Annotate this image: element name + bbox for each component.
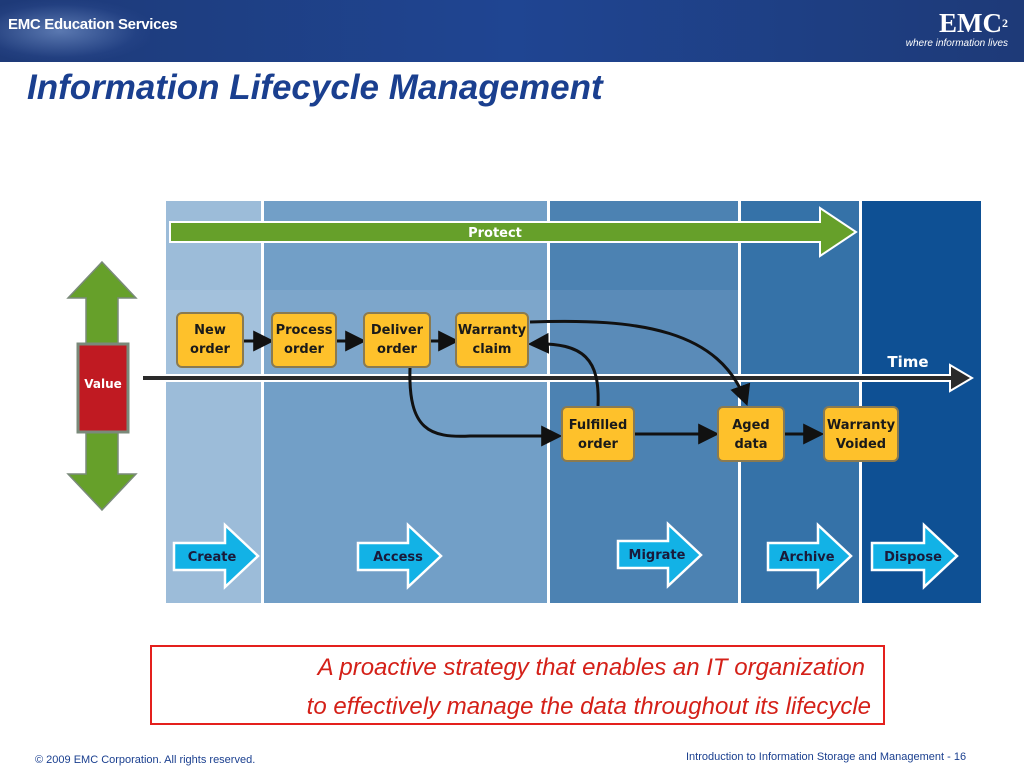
event-aged-data-line1: Aged <box>732 418 770 433</box>
stage-arrow-archive: Archive <box>766 522 853 590</box>
protect-label: Protect <box>468 226 522 241</box>
stage-column-archive <box>741 201 859 603</box>
header-banner: EMC Education Services EMC2 where inform… <box>0 0 1024 62</box>
emc-logo-text: EMC <box>939 8 1002 38</box>
time-axis <box>141 363 974 393</box>
event-warranty-claim-line2: claim <box>473 342 512 357</box>
event-aged-data-line2: data <box>734 437 767 452</box>
time-label: Time <box>887 353 928 371</box>
stage-label-dispose: Dispose <box>884 550 942 565</box>
event-new-order: New order <box>176 312 244 368</box>
stage-label-create: Create <box>188 550 237 565</box>
event-aged-data: Aged data <box>717 406 785 462</box>
connector-fulfilled-to-warranty-claim <box>527 332 600 407</box>
callout-line-1: A proactive strategy that enables an IT … <box>317 654 865 681</box>
footer-copyright: © 2009 EMC Corporation. All rights reser… <box>35 754 256 766</box>
definition-callout: A proactive strategy that enables an IT … <box>150 645 885 725</box>
value-arrow-down <box>66 425 138 512</box>
value-label: Value <box>84 377 122 391</box>
stage-arrow-migrate: Migrate <box>616 521 703 589</box>
ilm-diagram: Protect Value Time New order Process ord… <box>66 201 981 603</box>
event-process-order: Process order <box>271 312 337 368</box>
globe-icon <box>0 0 150 62</box>
stage-column-access <box>264 201 547 603</box>
value-arrow-up <box>66 260 138 351</box>
band-upper <box>166 290 740 374</box>
event-process-order-line2: order <box>284 342 324 357</box>
event-new-order-line2: order <box>190 342 230 357</box>
stage-label-access: Access <box>373 550 423 565</box>
connector-deliver-to-fulfilled <box>408 367 563 447</box>
protect-arrow <box>169 206 858 258</box>
callout-line-2: to effectively manage the data throughou… <box>306 693 871 720</box>
stage-arrow-access: Access <box>356 522 443 590</box>
event-fulfilled-order-line2: order <box>578 437 618 452</box>
event-deliver-order-line1: Deliver <box>371 323 424 338</box>
stage-label-migrate: Migrate <box>629 548 686 563</box>
event-fulfilled-order-line1: Fulfilled <box>569 418 628 433</box>
stage-label-archive: Archive <box>779 550 834 565</box>
stage-column-create <box>166 201 261 603</box>
value-bar <box>76 342 130 434</box>
event-deliver-order: Deliver order <box>363 312 431 368</box>
event-process-order-line1: Process <box>276 323 333 338</box>
event-new-order-line1: New <box>194 323 226 338</box>
footer-course: Introduction to Information Storage and … <box>686 751 967 763</box>
stage-arrow-create: Create <box>172 522 260 590</box>
event-deliver-order-line2: order <box>377 342 417 357</box>
stage-column-dispose <box>862 201 981 603</box>
event-warranty-claim-line1: Warranty <box>458 323 527 338</box>
event-warranty-voided: Warranty Voided <box>823 406 899 462</box>
stage-arrow-dispose: Dispose <box>870 522 959 590</box>
emc-tagline: where information lives <box>905 38 1008 49</box>
event-warranty-voided-line2: Voided <box>836 437 886 452</box>
brand-left: EMC Education Services <box>8 16 178 33</box>
event-warranty-claim: Warranty claim <box>455 312 529 368</box>
emc-logo-superscript: 2 <box>1002 16 1008 30</box>
emc-logo: EMC2 where information lives <box>906 9 1008 49</box>
stage-column-migrate <box>550 201 738 603</box>
event-warranty-voided-line1: Warranty <box>827 418 896 433</box>
event-fulfilled-order: Fulfilled order <box>561 406 635 462</box>
slide-title: Information Lifecycle Management <box>27 68 603 107</box>
connector-warranty-to-aged <box>529 319 751 406</box>
